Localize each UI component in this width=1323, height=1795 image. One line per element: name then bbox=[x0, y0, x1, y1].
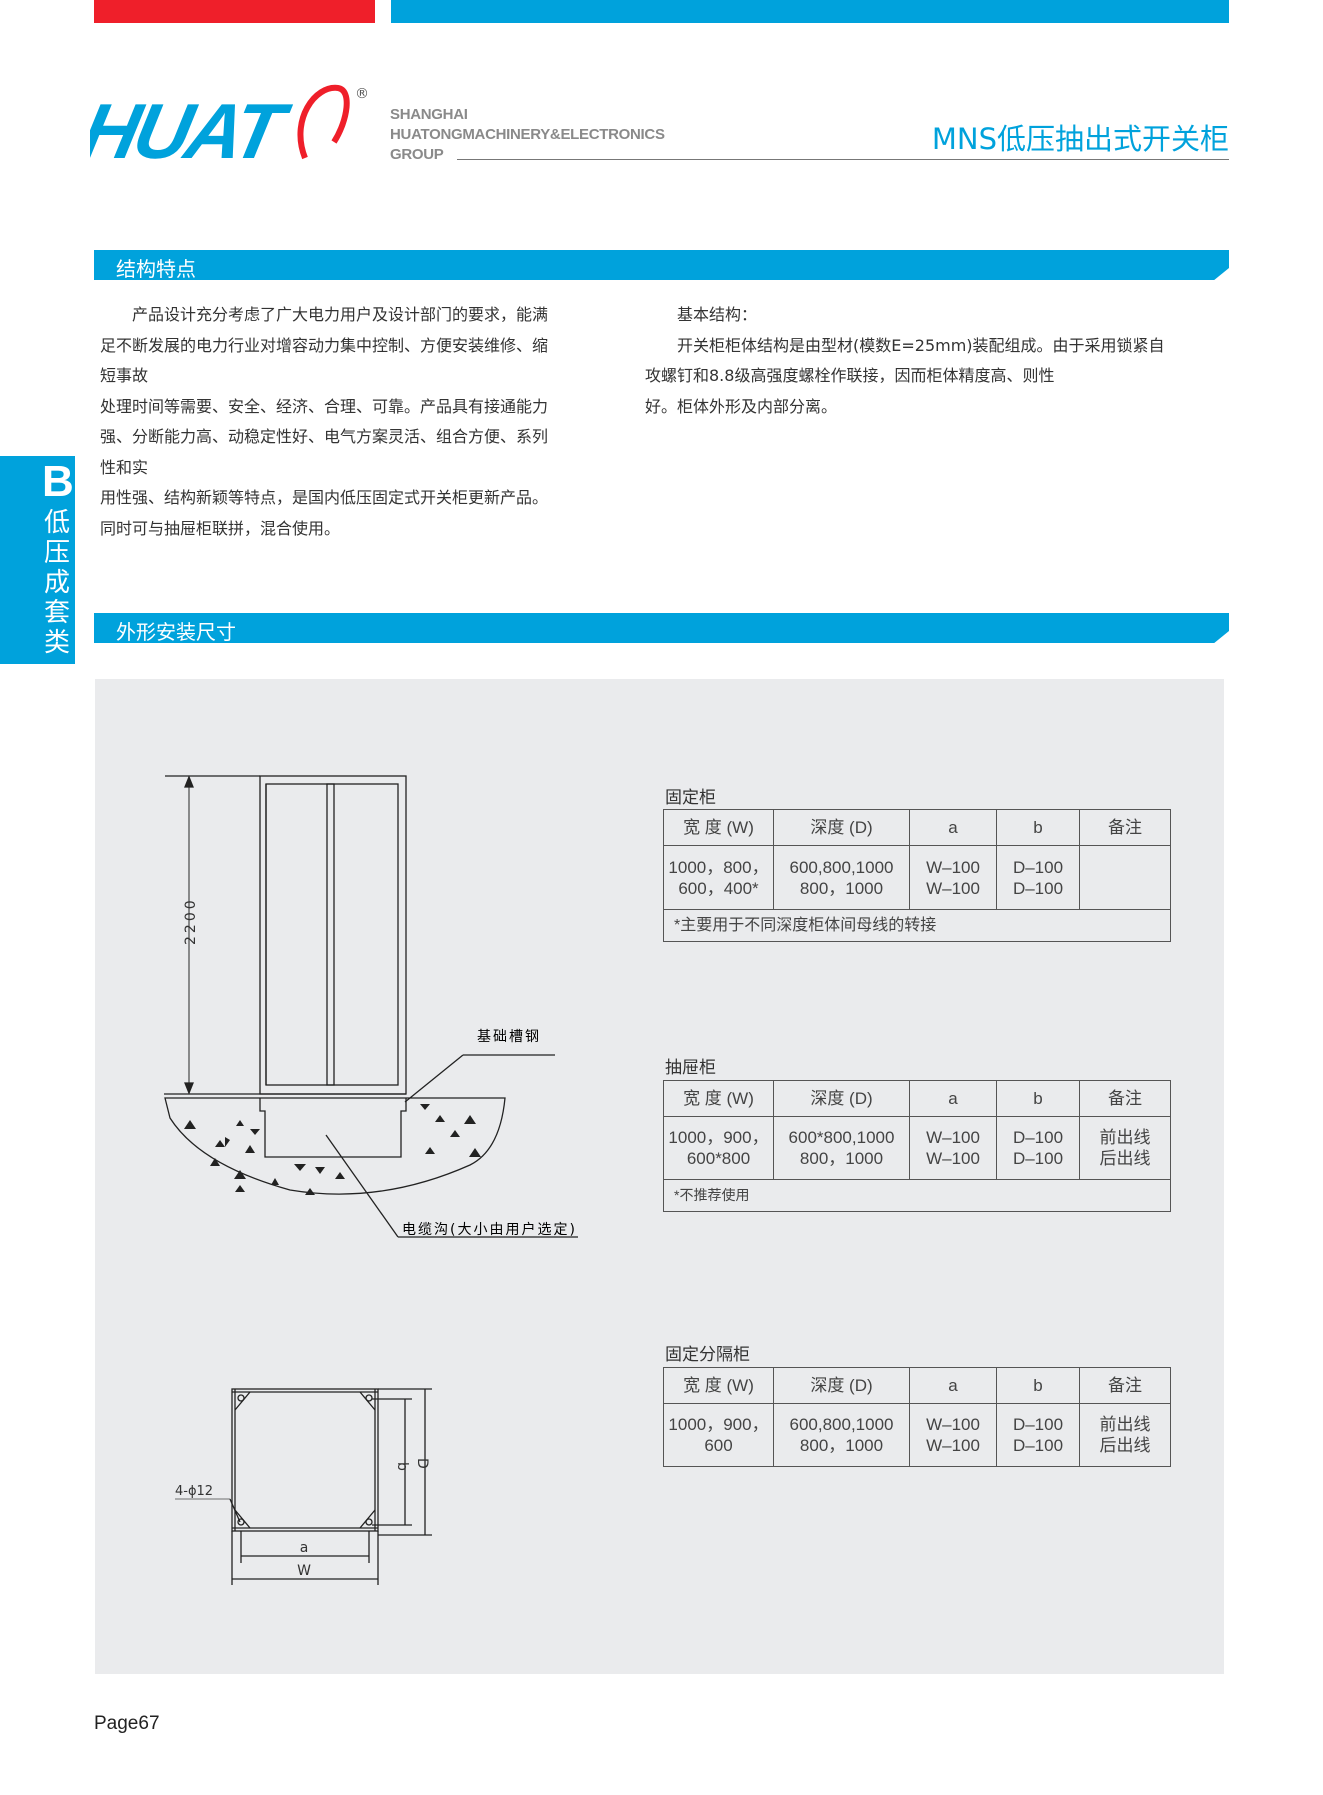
cell-width: 1000，900，600*800 bbox=[663, 1116, 774, 1180]
company-line: GROUP bbox=[390, 146, 444, 163]
cell-note: 前出线后出线 bbox=[1079, 1403, 1171, 1467]
cell-note bbox=[1079, 845, 1171, 910]
cell-note: 前出线后出线 bbox=[1079, 1116, 1171, 1180]
text-line: 好。柜体外形及内部分离。 bbox=[645, 396, 838, 416]
text-line: 性和实 bbox=[100, 457, 149, 477]
header-note: 备注 bbox=[1079, 809, 1171, 846]
header-a: a bbox=[909, 809, 997, 846]
table-caption-fixed-partition: 固定分隔柜 bbox=[665, 1345, 750, 1365]
cell-width: 1000，800，600，400* bbox=[663, 845, 774, 910]
chapter-label: 低 压 成 套 类 bbox=[42, 508, 72, 658]
side-chapter-tab: B 低 压 成 套 类 bbox=[0, 456, 75, 664]
text-line: 基本结构： bbox=[645, 305, 758, 324]
text-line: 短事故 bbox=[100, 366, 149, 385]
header-width: 宽 度 (W) bbox=[663, 1080, 774, 1117]
chapter-char: 压 bbox=[43, 538, 70, 568]
page-title: MNS低压抽出式开关柜 bbox=[931, 122, 1229, 156]
section-header-structure: 结构特点 bbox=[94, 250, 1229, 280]
text-line: 产品设计充分考虑了广大电力用户及设计部门的要求，能满 bbox=[100, 305, 549, 324]
header-b: b bbox=[996, 1367, 1080, 1404]
structure-right-text: 基本结构： 开关柜柜体结构是由型材(模数E=25mm)装配组成。由于采用锁紧自 … bbox=[645, 300, 1165, 422]
table-caption-drawer: 抽屉柜 bbox=[665, 1058, 716, 1078]
table-caption-fixed: 固定柜 bbox=[665, 788, 716, 808]
table-footnote: *不推荐使用 bbox=[663, 1179, 1171, 1212]
table-header-row: 宽 度 (W) 深度 (D) a b 备注 bbox=[663, 1367, 1171, 1404]
section-title: 外形安装尺寸 bbox=[116, 620, 236, 644]
header-depth: 深度 (D) bbox=[773, 1367, 910, 1404]
fixed-cabinet-table: 宽 度 (W) 深度 (D) a b 备注 1000，800，600，400* … bbox=[663, 809, 1171, 942]
chapter-char: 低 bbox=[43, 508, 70, 538]
header-depth: 深度 (D) bbox=[773, 809, 910, 846]
chapter-char: 套 bbox=[43, 598, 70, 628]
header-b: b bbox=[996, 1080, 1080, 1117]
text-line: 强、分断能力高、动稳定性好、电气方案灵活、组合方便、系列 bbox=[100, 427, 549, 446]
company-line: HUATONGMACHINERY&ELECTRONICS bbox=[390, 126, 665, 143]
table-footnote-row: *不推荐使用 bbox=[663, 1179, 1171, 1212]
header-note: 备注 bbox=[1079, 1080, 1171, 1117]
company-name: SHANGHAI HUATONGMACHINERY&ELECTRONICS GR… bbox=[390, 105, 665, 165]
header-width: 宽 度 (W) bbox=[663, 1367, 774, 1404]
table-header-row: 宽 度 (W) 深度 (D) a b 备注 bbox=[663, 809, 1171, 846]
text-line: 用性强、结构新颖等特点，是国内低压固定式开关柜更新产品。 bbox=[100, 488, 549, 507]
chapter-char: 类 bbox=[43, 628, 70, 658]
text-line: 足不断发展的电力行业对增容动力集中控制、方便安装维修、缩 bbox=[100, 335, 549, 355]
drawer-cabinet-table: 宽 度 (W) 深度 (D) a b 备注 1000，900，600*800 6… bbox=[663, 1080, 1171, 1212]
header-a: a bbox=[909, 1367, 997, 1404]
structure-left-text: 产品设计充分考虑了广大电力用户及设计部门的要求，能满 足不断发展的电力行业对增容… bbox=[100, 300, 548, 544]
table-header-row: 宽 度 (W) 深度 (D) a b 备注 bbox=[663, 1080, 1171, 1117]
text-line: 处理时间等需要、安全、经济、合理、可靠。产品具有接通能力 bbox=[100, 396, 549, 416]
header-a: a bbox=[909, 1080, 997, 1117]
header-note: 备注 bbox=[1079, 1367, 1171, 1404]
header-rule bbox=[457, 159, 1229, 160]
text-line: 同时可与抽屉柜联拼，混合使用。 bbox=[100, 518, 341, 538]
header-depth: 深度 (D) bbox=[773, 1080, 910, 1117]
registered-mark: ® bbox=[355, 86, 369, 102]
text-line: 开关柜柜体结构是由型材(模数E=25mm)装配组成。由于采用锁紧自 bbox=[645, 335, 1165, 355]
chapter-letter: B bbox=[42, 457, 74, 506]
section-header-dimensions: 外形安装尺寸 bbox=[94, 613, 1229, 643]
section-title: 结构特点 bbox=[116, 257, 196, 281]
cell-width: 1000，900，600 bbox=[663, 1403, 774, 1467]
huatong-logo: HUAT ® bbox=[90, 84, 369, 165]
header-width: 宽 度 (W) bbox=[663, 809, 774, 846]
text-line: 攻螺钉和8.8级高强度螺栓作联接，因而柜体精度高、则性 bbox=[645, 366, 1055, 385]
fixed-partition-cabinet-table: 宽 度 (W) 深度 (D) a b 备注 1000，900，600 600,8… bbox=[663, 1367, 1171, 1467]
header-b: b bbox=[996, 809, 1080, 846]
top-blue-bar bbox=[391, 0, 1229, 23]
chapter-char: 成 bbox=[43, 568, 70, 598]
company-line: SHANGHAI bbox=[390, 106, 468, 123]
logo-text: HUAT bbox=[90, 88, 297, 165]
table-footnote: *主要用于不同深度柜体间母线的转接 bbox=[663, 909, 1171, 942]
page-number: Page67 bbox=[94, 1713, 160, 1734]
top-red-bar bbox=[94, 0, 375, 23]
table-footnote-row: *主要用于不同深度柜体间母线的转接 bbox=[663, 909, 1171, 942]
